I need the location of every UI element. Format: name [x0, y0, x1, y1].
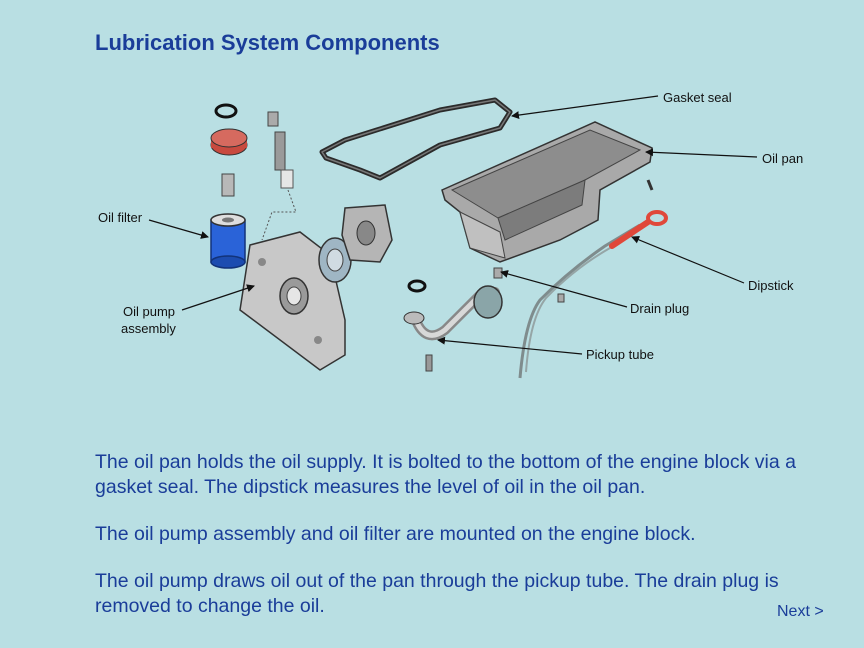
label-gasket-seal: Gasket seal	[663, 90, 732, 105]
pickup-tube	[403, 267, 503, 372]
label-oil-pump-line2: assembly	[121, 321, 176, 336]
gasket-seal	[319, 97, 513, 181]
next-button[interactable]: Next >	[777, 603, 824, 620]
oil-pump-assembly	[239, 204, 393, 371]
dipstick	[518, 210, 668, 379]
oil-filter	[210, 213, 246, 269]
label-oil-filter: Oil filter	[98, 210, 143, 225]
page-title: Lubrication System Components	[95, 30, 440, 55]
label-dipstick: Dipstick	[748, 278, 794, 293]
pump-cap-stack	[210, 103, 297, 241]
label-oil-pan: Oil pan	[762, 151, 804, 166]
label-pickup-tube: Pickup tube	[586, 347, 654, 362]
paragraph-2: The oil pump assembly and oil filter are…	[95, 523, 696, 545]
paragraph-3: The oil pump draws oil out of the pan th…	[95, 570, 779, 617]
paragraph-1: The oil pan holds the oil supply. It is …	[95, 451, 796, 498]
label-drain-plug: Drain plug	[630, 301, 690, 316]
leader-lines	[148, 95, 758, 355]
label-oil-pump-line1: Oil pump	[123, 304, 176, 319]
oil-pan	[441, 121, 654, 263]
